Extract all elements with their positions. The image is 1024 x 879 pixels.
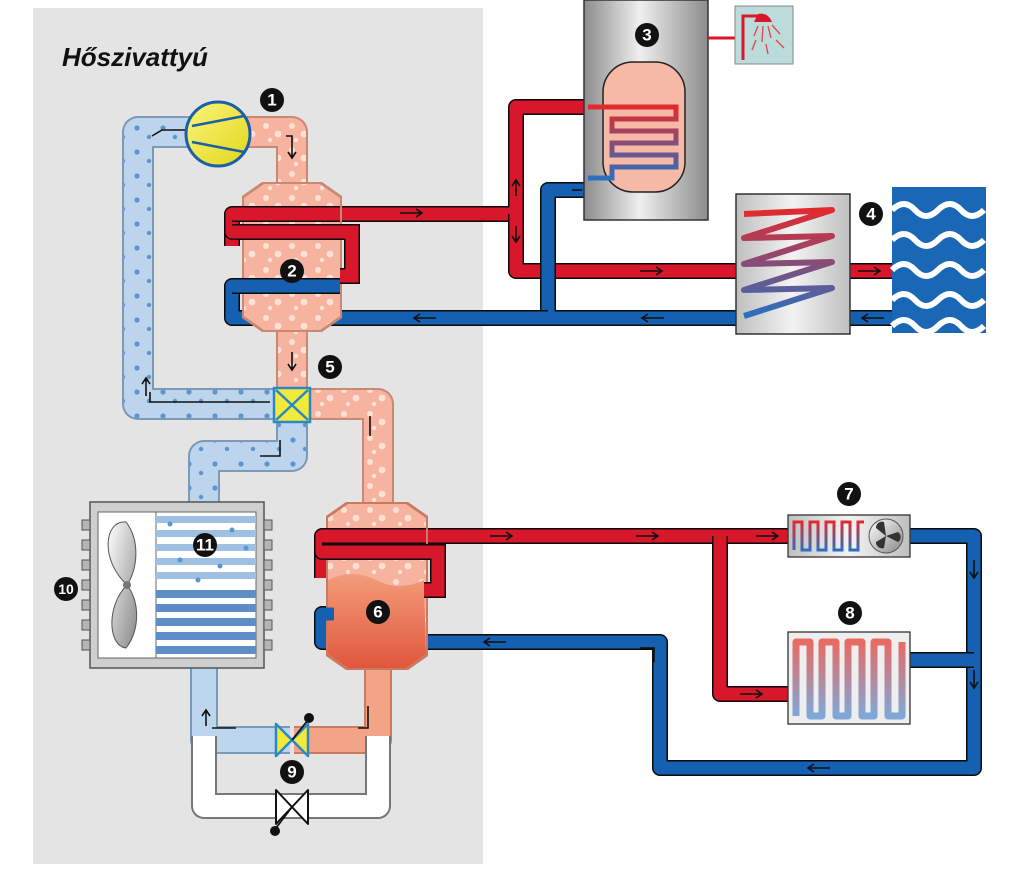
diagram-title: Hőszivattyú: [62, 42, 208, 72]
refrigerant-circuit: [122, 116, 394, 819]
label-air-coil: 11: [196, 536, 214, 555]
fan-coil: 7: [787, 482, 911, 558]
evaporator-exchanger: 6: [322, 502, 446, 670]
label-compressor: 1: [267, 91, 276, 110]
label-four-way-valve: 5: [325, 358, 334, 377]
radiator-supply-pipe: [712, 536, 790, 702]
label-expansion-valve: 9: [287, 763, 296, 782]
label-evaporator-exchanger: 6: [373, 603, 382, 622]
expansion-valve: 9: [270, 713, 314, 836]
pool-heat-exchanger: 4: [735, 187, 987, 335]
heat-pump-housing: [33, 8, 483, 864]
compressor: 1: [184, 88, 284, 168]
label-hot-water-tank: 3: [642, 26, 651, 45]
radiator: 8: [787, 601, 911, 725]
label-air-unit: 10: [58, 581, 74, 597]
four-way-valve: 5: [272, 355, 342, 424]
condenser: 2: [232, 182, 360, 332]
label-condenser: 2: [287, 262, 296, 281]
label-radiator: 8: [845, 604, 854, 623]
tank-coil: [588, 104, 679, 181]
label-fan-coil: 7: [844, 485, 853, 504]
hot-water-tank: 3: [583, 0, 794, 221]
air-unit: 11 10: [54, 501, 273, 669]
label-pool-heat-exchanger: 4: [866, 205, 876, 224]
